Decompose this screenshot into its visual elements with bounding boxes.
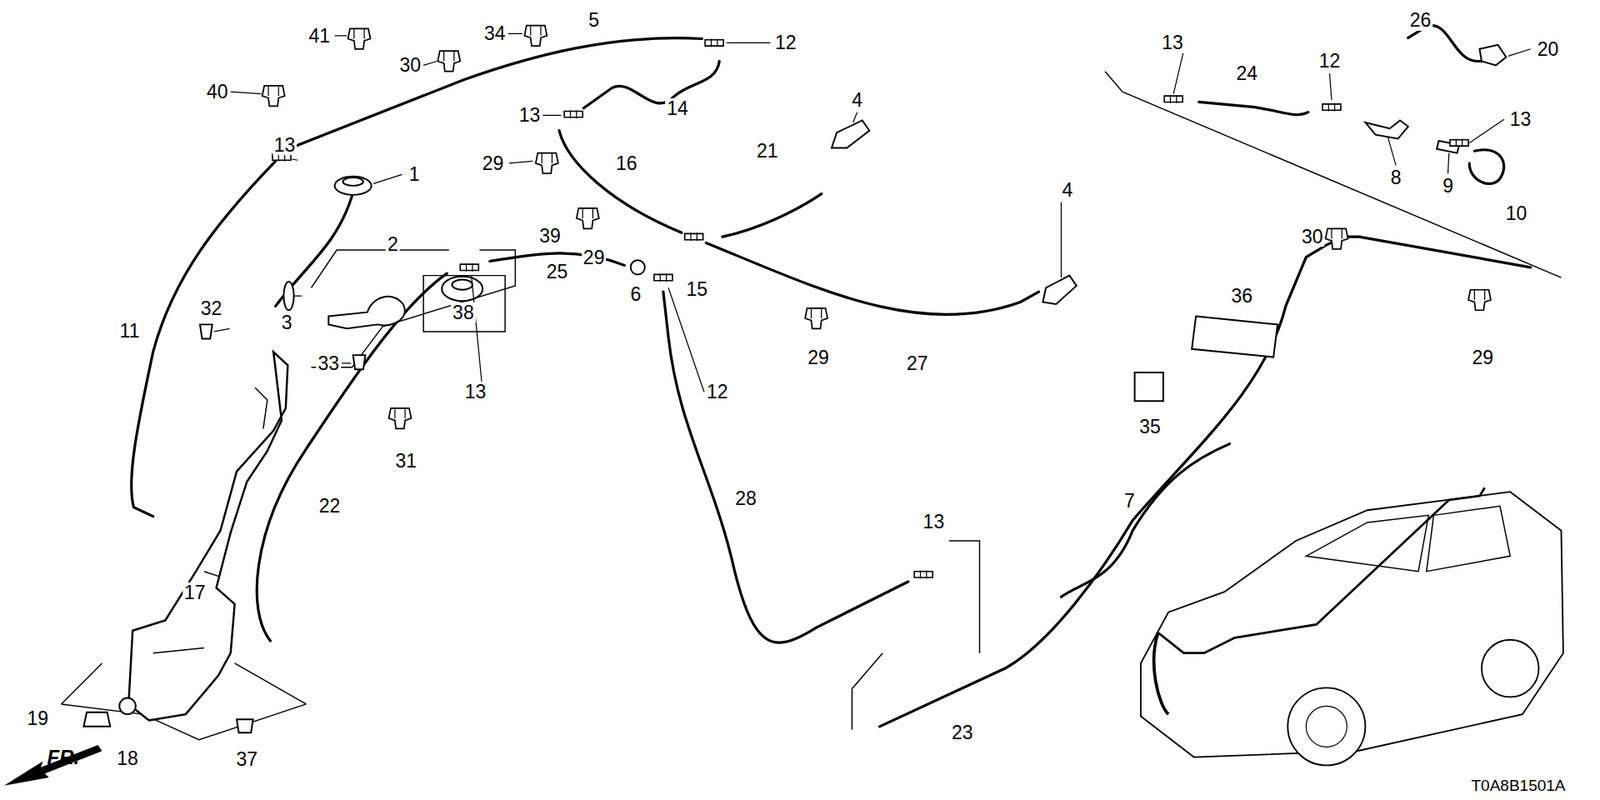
callout-number: 34 xyxy=(482,23,508,44)
callout-number: 39 xyxy=(537,225,563,246)
callout-number: 30 xyxy=(1300,226,1325,247)
callout-number: 21 xyxy=(755,140,780,161)
callout-number: 36 xyxy=(1229,285,1255,306)
callout-number: 26 xyxy=(1408,10,1434,30)
callout-number: 13 xyxy=(921,511,947,532)
callout-number: 15 xyxy=(685,278,710,299)
callout-number: 25 xyxy=(545,261,570,282)
callout-number: 2 xyxy=(385,234,400,255)
callout-number: 13 xyxy=(463,381,489,402)
callout-number: 13 xyxy=(272,135,298,155)
callout-number: 13 xyxy=(1160,32,1185,53)
callout-number: 29 xyxy=(581,246,607,267)
callout-number: 6 xyxy=(628,284,643,305)
callout-number: 29 xyxy=(1470,346,1495,367)
callout-number: 18 xyxy=(115,748,140,769)
callout-number: 30 xyxy=(397,55,423,75)
callout-number: 27 xyxy=(905,353,930,374)
callout-number: 28 xyxy=(733,487,759,508)
callout-number: 29 xyxy=(480,153,506,174)
clips xyxy=(262,25,1491,580)
callout-number: 41 xyxy=(306,25,332,46)
callout-number: 14 xyxy=(665,98,690,119)
callout-number: 20 xyxy=(1535,39,1561,60)
callout-number: 13 xyxy=(517,105,543,125)
callout-number: 32 xyxy=(199,298,225,319)
callout-number: 1 xyxy=(407,164,422,185)
callout-number: 24 xyxy=(1235,63,1260,84)
callout-number: 23 xyxy=(950,722,975,743)
callout-number: 9 xyxy=(1440,175,1455,196)
callout-number: 40 xyxy=(205,81,230,102)
callout-number: 33 xyxy=(315,353,341,374)
callout-number: 5 xyxy=(586,10,601,30)
hoses xyxy=(131,25,1531,727)
callout-number: 37 xyxy=(235,749,260,770)
front-direction-label: FR. xyxy=(45,746,82,768)
callout-number: 12 xyxy=(773,32,799,53)
front-arrow xyxy=(4,745,103,786)
callout-number: 13 xyxy=(1508,109,1534,130)
callout-number: 7 xyxy=(1122,490,1137,511)
callout-number: 38 xyxy=(450,302,476,323)
callout-number: 35 xyxy=(1137,416,1163,437)
callout-number: 4 xyxy=(1060,180,1075,200)
vehicle-outline xyxy=(1140,487,1564,765)
callout-number: 12 xyxy=(705,381,730,402)
callout-number: 17 xyxy=(182,582,208,603)
washer-tank xyxy=(128,351,288,720)
callout-number: 3 xyxy=(280,312,295,333)
callout-number: 12 xyxy=(1317,50,1343,71)
callout-number: 4 xyxy=(850,90,865,110)
leader-lines xyxy=(214,33,1531,392)
callout-number: 11 xyxy=(118,320,142,341)
callout-number: 16 xyxy=(614,153,640,174)
callout-number: 10 xyxy=(1504,203,1530,224)
callout-number: 29 xyxy=(805,346,831,367)
drawing-code: T0A8B1501A xyxy=(1470,777,1568,795)
callout-number: 31 xyxy=(394,450,420,471)
callout-number: 19 xyxy=(25,708,51,729)
callout-number: 8 xyxy=(1389,167,1404,188)
callout-number: 22 xyxy=(317,495,343,516)
